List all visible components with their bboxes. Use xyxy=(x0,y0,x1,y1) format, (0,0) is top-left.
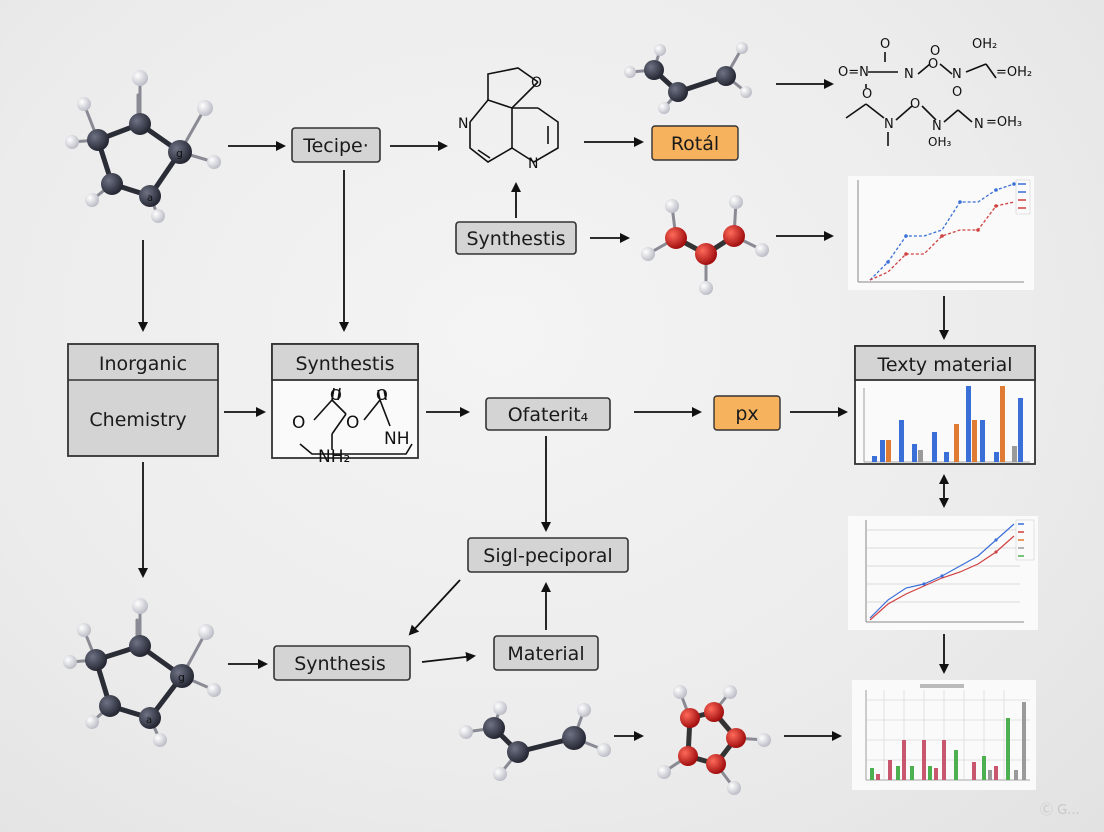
formula-atom: O xyxy=(952,85,962,100)
flow-arrow xyxy=(421,651,476,663)
ring-atom-label: N xyxy=(528,156,538,172)
formula-atom: O xyxy=(930,44,940,59)
formula-atom: OH₂ xyxy=(972,37,997,52)
center-atom: O xyxy=(330,386,342,404)
texty-material-box[interactable]: Texty material xyxy=(854,345,1036,465)
bar-chart-icon-bottom xyxy=(852,680,1036,790)
formula-atom: O xyxy=(910,97,920,112)
synthesis-bottom-box[interactable]: Synthesis xyxy=(273,645,411,681)
ofaterit-box[interactable]: Ofaterit₄ xyxy=(485,397,611,431)
center-atom: O xyxy=(292,413,305,433)
formula-atom: =OH₃ xyxy=(986,115,1022,130)
synthesis-center-box[interactable]: Synthestis O O O O NH NH₂ xyxy=(271,343,419,467)
formula-atom: OH₃ xyxy=(928,135,951,149)
molecule-atom-label: a xyxy=(146,715,152,726)
formula-atom: N xyxy=(904,67,914,82)
molecule-atom-label: g xyxy=(176,147,183,160)
synthesis-top-box[interactable]: Synthestis xyxy=(455,221,577,255)
px-box[interactable]: px xyxy=(713,395,781,431)
formula-atom: N xyxy=(952,67,962,82)
molecule-icon-bottom-left: g a xyxy=(63,598,221,747)
formula-atom: O=N xyxy=(838,65,869,80)
chemical-formula-network: O O OH₂ O=N N O N =OH₂ O N O N O N =OH₃ … xyxy=(838,37,1032,149)
material-box[interactable]: Material xyxy=(493,635,599,671)
sigl-peciporal-label: Sigl-peciporal xyxy=(483,545,612,567)
texty-material-label: Texty material xyxy=(876,354,1012,376)
inorganic-chemistry-box[interactable]: Inorganic Chemistry xyxy=(67,343,219,457)
tecipe-box[interactable]: Tecipe· xyxy=(291,127,381,163)
sigl-peciporal-box[interactable]: Sigl-peciporal xyxy=(467,537,629,573)
tecipe-label: Tecipe· xyxy=(302,135,369,157)
center-atom: NH xyxy=(384,429,410,449)
molecule-atom-label: g xyxy=(178,671,185,684)
formula-atom: O xyxy=(862,87,872,102)
formula-atom: O xyxy=(928,57,938,72)
formula-atom: O xyxy=(880,37,890,52)
molecule-icon-red-ring xyxy=(657,685,771,795)
synthesis-top-label: Synthestis xyxy=(466,228,565,250)
rotal-label: Rotál xyxy=(671,133,719,155)
ring-atom-label: O xyxy=(531,75,542,91)
line-chart-icon-top xyxy=(848,176,1034,290)
bar-chart-icon xyxy=(863,386,1030,463)
center-atom: NH₂ xyxy=(318,447,350,467)
formula-atom: N xyxy=(974,117,984,132)
formula-atom: =OH₂ xyxy=(996,65,1032,80)
ofaterit-label: Ofaterit₄ xyxy=(508,404,589,426)
synthesis-center-label: Synthestis xyxy=(295,353,394,375)
synthesis-bottom-label: Synthesis xyxy=(294,653,386,675)
watermark: Ⓒ G... xyxy=(1040,803,1080,818)
line-chart-icon-middle xyxy=(848,516,1038,630)
molecule-icon-red xyxy=(641,195,769,295)
ring-structure-icon: N O N xyxy=(458,67,559,172)
chemistry-label: Chemistry xyxy=(89,409,186,431)
formula-atom: N xyxy=(932,119,942,134)
flow-arrow xyxy=(408,579,461,636)
inorganic-label: Inorganic xyxy=(99,353,187,375)
formula-atom: N xyxy=(884,117,894,132)
px-label: px xyxy=(735,403,758,425)
molecule-icon-bottom-center xyxy=(459,701,611,781)
material-label: Material xyxy=(507,643,584,665)
center-atom: O xyxy=(376,386,388,404)
molecule-icon-top-left: g a xyxy=(65,70,221,223)
center-atom: O xyxy=(346,413,359,433)
molecule-icon-top-center xyxy=(624,42,752,114)
rotal-box[interactable]: Rotál xyxy=(651,125,739,161)
ring-atom-label: N xyxy=(458,116,468,132)
molecule-atom-label: a xyxy=(147,193,153,204)
